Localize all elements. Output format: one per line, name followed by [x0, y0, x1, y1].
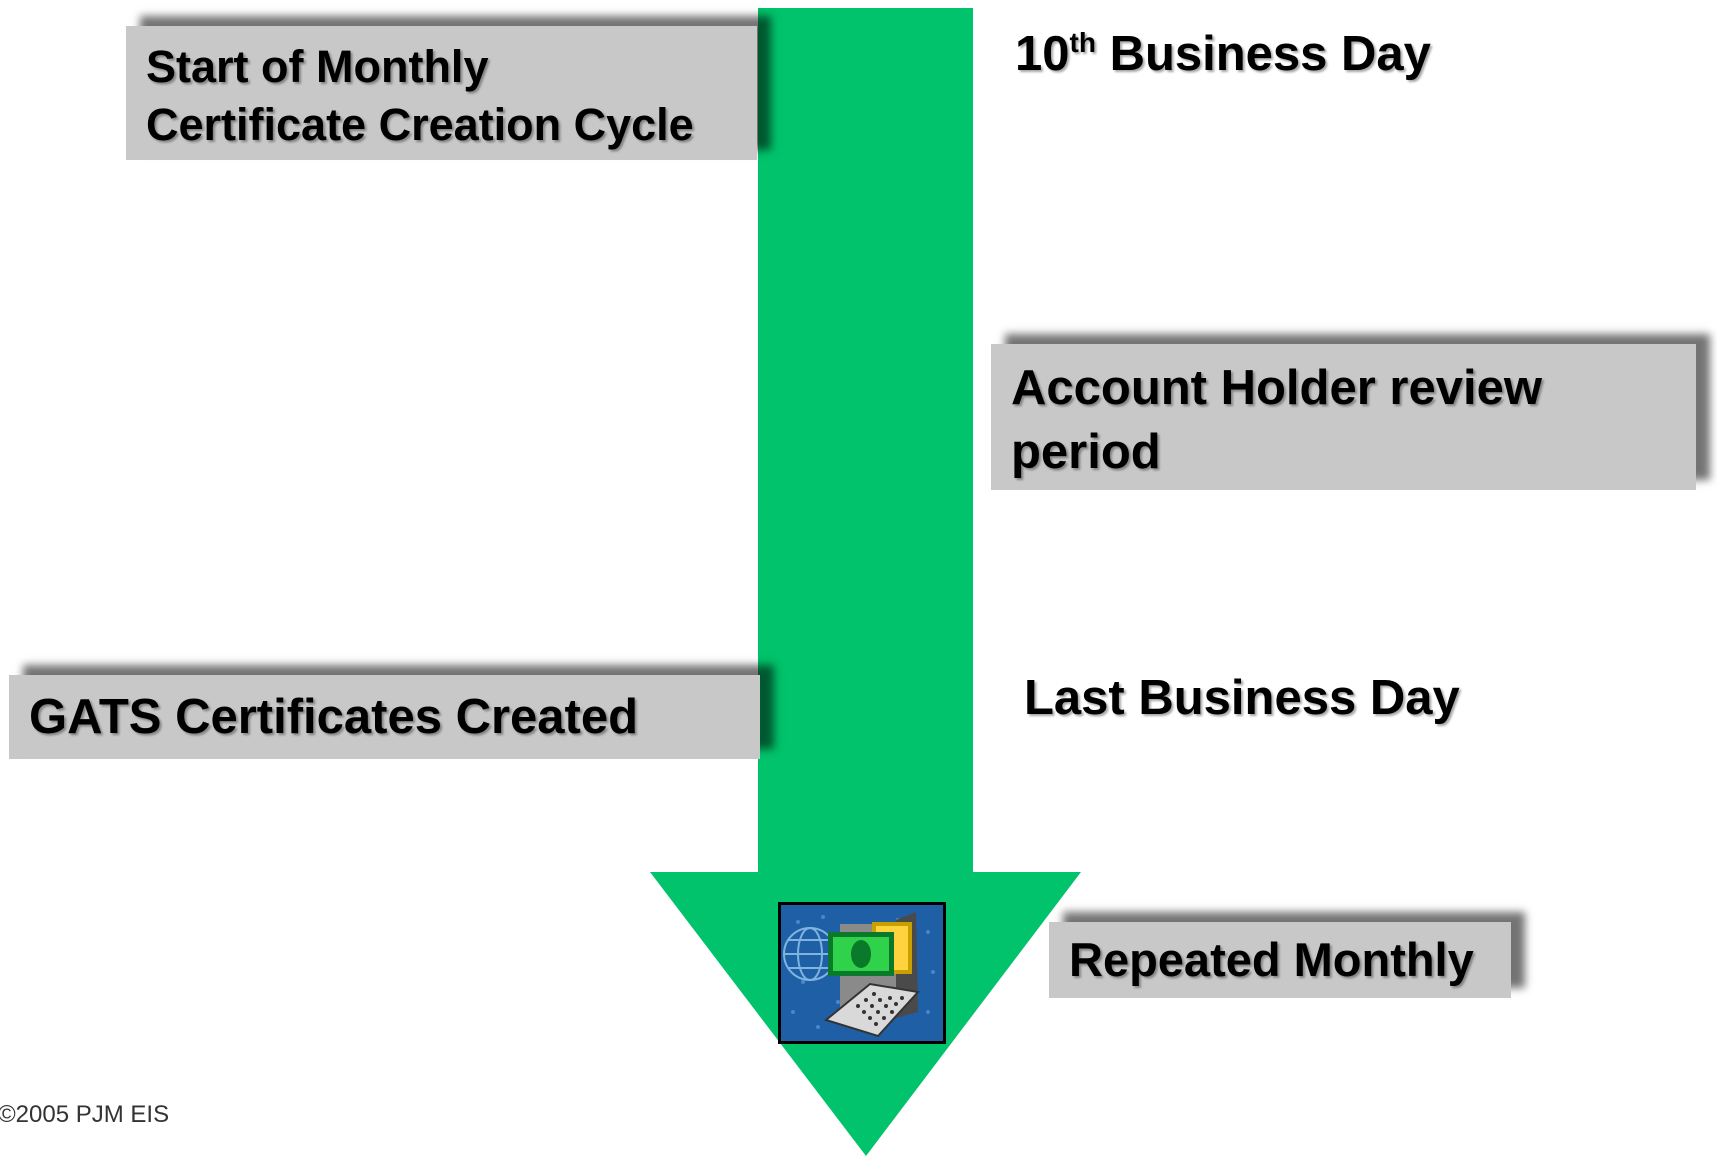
tenth-day-superscript: th	[1069, 27, 1096, 58]
tenth-business-day-label: 10th Business Day	[1015, 26, 1431, 82]
copyright-text: ©2005 PJM EIS	[0, 1101, 170, 1128]
certificates-created-text: GATS Certificates Created	[29, 690, 639, 744]
computer-money-icon	[778, 902, 946, 1044]
start-cycle-line1: Start of Monthly	[146, 41, 489, 92]
start-cycle-line2: Certificate Creation Cycle	[146, 99, 694, 150]
repeated-monthly-text: Repeated Monthly	[1069, 933, 1474, 986]
tenth-day-text: Business Day	[1095, 27, 1431, 81]
arrow-shape	[650, 8, 1081, 1156]
start-cycle-box: Start of Monthly Certificate Creation Cy…	[126, 26, 757, 160]
certificates-created-box: GATS Certificates Created	[9, 675, 760, 759]
last-business-day-label: Last Business Day	[1024, 671, 1460, 725]
tenth-day-number: 10	[1015, 27, 1070, 81]
review-period-box: Account Holder review period	[991, 344, 1696, 490]
review-period-line1: Account Holder review	[1011, 361, 1542, 415]
repeated-monthly-box: Repeated Monthly	[1049, 922, 1511, 998]
review-period-line2: period	[1011, 425, 1161, 479]
